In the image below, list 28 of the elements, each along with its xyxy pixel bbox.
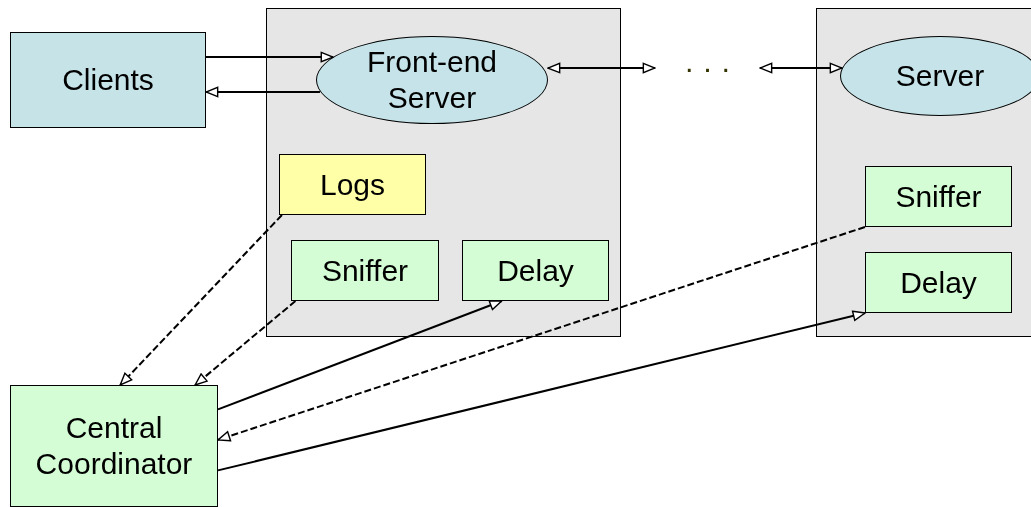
arrow — [205, 51, 334, 63]
arrow — [194, 300, 297, 386]
arrow — [759, 62, 843, 74]
arrow — [217, 226, 866, 442]
arrow — [205, 86, 321, 98]
node-label: Sniffer — [895, 178, 982, 215]
arrow — [547, 62, 656, 74]
process-box — [10, 385, 218, 507]
node-label: Delay — [497, 252, 574, 289]
node-label: Front-end Server — [365, 44, 499, 116]
ellipsis-text: · · · — [684, 50, 731, 86]
process-box — [462, 240, 609, 301]
node-label: Logs — [319, 166, 386, 203]
node-label: Server — [895, 58, 985, 94]
process-box — [865, 252, 1012, 313]
arrow — [217, 310, 866, 472]
node-label: Central Coordinator — [34, 410, 194, 482]
process-box — [865, 166, 1012, 227]
arrow — [119, 214, 283, 386]
node-label: Delay — [900, 264, 977, 301]
process-box — [279, 154, 426, 215]
node-label: Clients — [62, 62, 154, 98]
node-label: Sniffer — [321, 252, 409, 289]
container-box — [266, 8, 621, 337]
process-box — [291, 240, 439, 301]
container-box — [816, 8, 1031, 337]
arrow — [217, 300, 503, 411]
process-box — [10, 32, 206, 128]
